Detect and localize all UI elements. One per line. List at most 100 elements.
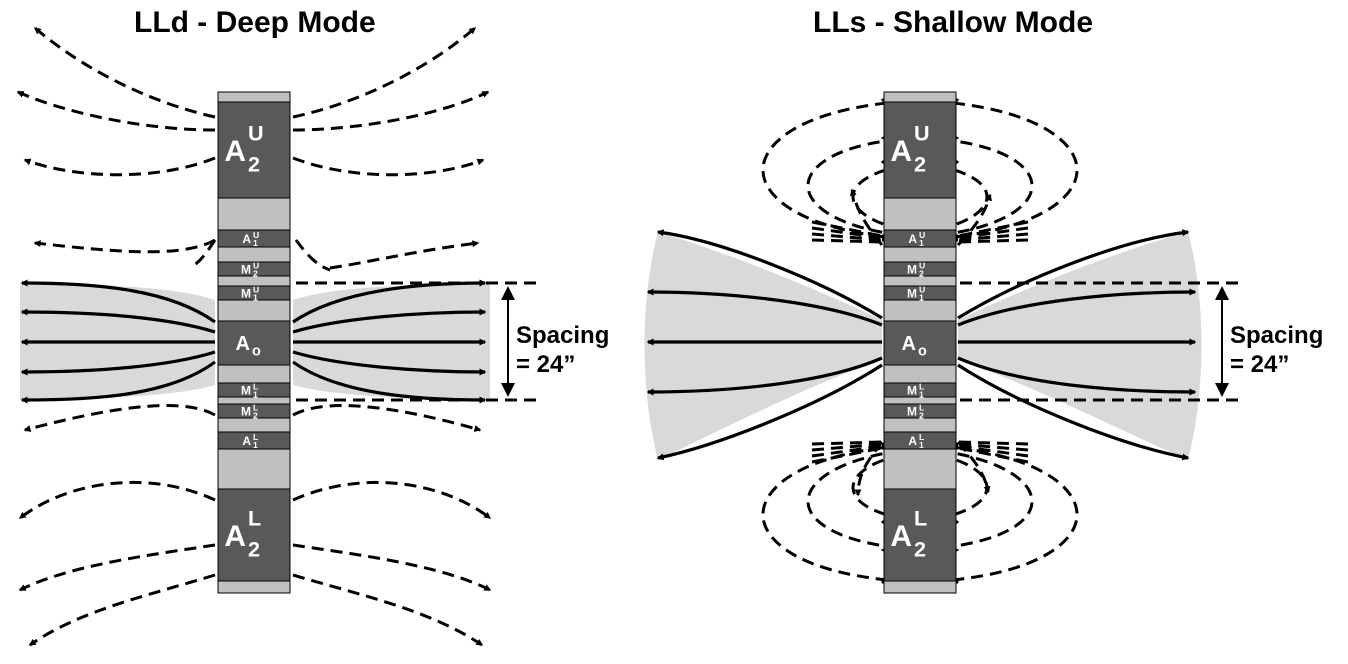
- electrode-a1_lower: [217, 431, 291, 450]
- deep-survey-right-line: [292, 308, 487, 334]
- deep-upper-right-line: [292, 156, 485, 177]
- electrode-sup-m2_lower: L: [253, 402, 258, 412]
- shallow-lower-fan: [957, 444, 1029, 458]
- deep-survey-right-line: [292, 279, 487, 324]
- deep-survey-left-line: [20, 279, 216, 324]
- shallow-upper-fan: [811, 220, 883, 238]
- deep-upper-left-line: [16, 90, 216, 132]
- electrode-label-a1_lower: A: [908, 434, 917, 448]
- electrode-sup-m1_lower: L: [919, 381, 924, 391]
- spacing-value: = 24”: [516, 351, 575, 378]
- deep-upper-right-line: [329, 240, 480, 270]
- shallow-survey-right-line: [957, 356, 1197, 396]
- shallow-survey-left-line: [656, 363, 883, 461]
- electrode-sub-m2_lower: 2: [919, 410, 924, 420]
- electrode-a2_lower: [217, 488, 291, 582]
- deep-upper-left-line: [189, 239, 217, 270]
- electrode-label-m1_upper: M: [241, 286, 251, 300]
- electrode-m2_lower: [217, 403, 291, 419]
- electrode-label-m2_lower: M: [241, 404, 251, 418]
- shallow-upper-fan: [811, 232, 883, 242]
- electrode-sup-a2_upper: U: [248, 120, 264, 145]
- shallow-survey-left-line: [646, 356, 883, 396]
- deep-lower-right-line: [292, 480, 492, 520]
- electrode-sup-m1_upper: U: [919, 284, 925, 294]
- spacing-label: Spacing: [516, 322, 609, 349]
- shallow-upper-right-loop: [761, 96, 960, 242]
- electrode-m1_lower: [883, 382, 957, 398]
- shallow-survey-right-line: [957, 363, 1190, 461]
- electrode-sup-m1_upper: U: [253, 284, 259, 294]
- electrode-sub-a2_lower: 2: [248, 537, 260, 562]
- spacing-arrowhead-down: [501, 383, 515, 397]
- deep-upper-left-line: [23, 156, 216, 177]
- electrode-sup-a2_lower: L: [914, 505, 927, 530]
- electrode-sub-a2_upper: 2: [914, 152, 926, 177]
- electrode-a1_upper: [217, 229, 291, 248]
- electrode-sup-a1_lower: L: [919, 432, 924, 442]
- spacing-arrowhead-down: [1215, 383, 1229, 397]
- current-fan-right: [958, 232, 1202, 460]
- electrode-sub-m2_lower: 2: [253, 410, 258, 420]
- shallow-lower-fan: [957, 442, 1029, 452]
- deep-survey-right-line: [292, 360, 487, 404]
- deep-survey-right-line: [292, 350, 487, 376]
- electrode-sub-m2_upper: 2: [919, 268, 924, 278]
- electrode-sub-a1_lower: 1: [919, 440, 924, 450]
- electrode-sup-a1_upper: U: [919, 230, 925, 240]
- shallow-upper-fan: [811, 238, 883, 244]
- electrode-a2_upper: [883, 101, 957, 199]
- electrode-label-m2_upper: M: [241, 262, 251, 276]
- spacing-value: = 24”: [1230, 351, 1289, 378]
- electrode-sup-a2_upper: U: [914, 120, 930, 145]
- shallow-lower-fan: [811, 444, 883, 458]
- electrode-label-a2_lower: A: [224, 520, 246, 553]
- electrode-sub-m2_upper: 2: [253, 268, 258, 278]
- shallow-survey-left-line: [656, 229, 883, 320]
- spacing-arrowhead-up: [1215, 286, 1229, 300]
- shallow-lower-fan: [811, 446, 883, 464]
- electrode-sub-a1_lower: 1: [253, 440, 258, 450]
- electrode-label-ao: A: [902, 333, 916, 355]
- electrode-m1_upper: [883, 285, 957, 301]
- deep-upper-right-line: [294, 239, 331, 272]
- electrode-sub-a1_upper: 1: [919, 238, 924, 248]
- deep-lower-right-line: [292, 543, 492, 592]
- deep-survey-left-line: [20, 308, 216, 334]
- electrode-sub-m1_lower: 1: [919, 389, 924, 399]
- electrode-label-m1_lower: M: [907, 383, 917, 397]
- electrode-sub-a2_lower: 2: [914, 537, 926, 562]
- electrode-label-a2_lower: A: [890, 520, 912, 553]
- shallow-mode-title: LLs - Shallow Mode: [813, 6, 1094, 39]
- shallow-upper-fan: [811, 226, 883, 240]
- shallow-survey-left-line: [646, 288, 883, 327]
- shallow-lower-fan: [811, 442, 883, 452]
- electrode-label-m2_upper: M: [907, 262, 917, 276]
- shallow-upper-fan: [957, 220, 1029, 238]
- electrode-label-a1_upper: A: [908, 232, 917, 246]
- deep-lower-left-line: [28, 573, 216, 647]
- deep-mode-title: LLd - Deep Mode: [134, 6, 376, 39]
- shallow-upper-fan: [957, 226, 1029, 240]
- electrode-m2_upper: [883, 261, 957, 277]
- shallow-upper-left-loop: [880, 96, 1079, 242]
- electrode-label-a2_upper: A: [224, 135, 246, 168]
- electrode-sup-a1_lower: L: [253, 432, 258, 442]
- electrode-ao: [883, 320, 957, 366]
- electrode-label-a2_upper: A: [890, 135, 912, 168]
- shallow-lower-right-loop: [761, 442, 960, 586]
- electrode-m2_upper: [217, 261, 291, 277]
- electrode-label-a1_upper: A: [242, 232, 251, 246]
- electrode-sup-a2_lower: L: [248, 505, 261, 530]
- deep-lower-right-line: [292, 573, 484, 647]
- deep-upper-right-line: [292, 90, 490, 132]
- electrode-sub-a2_upper: 2: [248, 152, 260, 177]
- electrode-sub-a1_upper: 1: [253, 238, 258, 248]
- deep-lower-left-line: [18, 480, 216, 520]
- spacing-arrowhead-up: [501, 286, 515, 300]
- shallow-upper-fan: [957, 232, 1029, 242]
